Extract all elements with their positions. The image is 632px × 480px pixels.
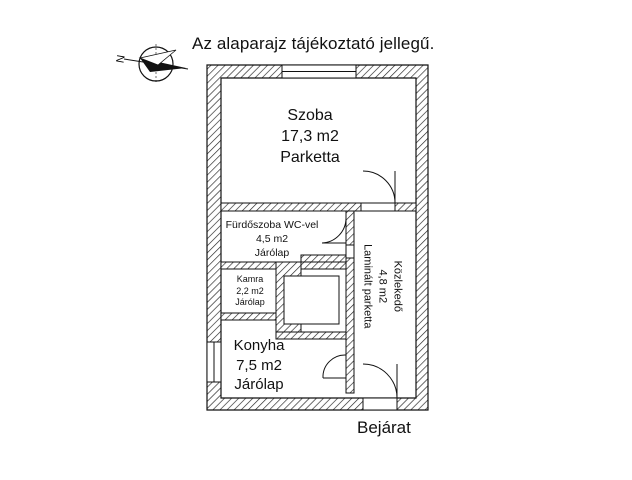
room-konyha-name: Konyha	[233, 337, 285, 354]
room-konyha-floor: Járólap	[234, 376, 284, 393]
room-furdoszoba-floor: Járólap	[254, 247, 290, 260]
room-konyha: Konyha 7,5 m2 Járólap	[224, 336, 294, 395]
room-kozlekedo-area: 4,8 m2	[376, 269, 389, 304]
room-furdoszoba: Fürdőszoba WC-vel 4,5 m2 Járólap	[222, 218, 322, 261]
room-konyha-area: 7,5 m2	[236, 356, 282, 374]
entrance-label: Bejárat	[357, 418, 411, 437]
room-kamra-floor: Járólap	[235, 297, 265, 308]
room-szoba: Szoba 17,3 m2 Parketta	[255, 106, 365, 168]
disclaimer-note: Az alaparajz tájékoztató jellegű.	[192, 34, 435, 53]
compass-north-letter: N	[115, 54, 128, 64]
room-kamra: Kamra 2,2 m2 Járólap	[226, 274, 274, 309]
room-szoba-name: Szoba	[287, 107, 333, 124]
room-kamra-name: Kamra	[236, 274, 264, 284]
compass-icon: N	[115, 44, 189, 84]
room-furdoszoba-name: Fürdőszoba WC-vel	[225, 219, 319, 231]
room-furdoszoba-area: 4,5 m2	[255, 233, 289, 246]
room-kozlekedo: Közlekedő 4,8 m2 Laminált parketta	[360, 216, 405, 356]
windows	[206, 64, 357, 383]
room-szoba-area: 17,3 m2	[281, 127, 339, 145]
shaft	[283, 275, 340, 325]
room-kamra-area: 2,2 m2	[236, 285, 264, 296]
room-szoba-floor: Parketta	[280, 148, 340, 166]
room-kozlekedo-name: Közlekedő	[391, 260, 404, 312]
room-kozlekedo-floor: Laminált parketta	[361, 244, 374, 329]
doors	[321, 170, 398, 411]
